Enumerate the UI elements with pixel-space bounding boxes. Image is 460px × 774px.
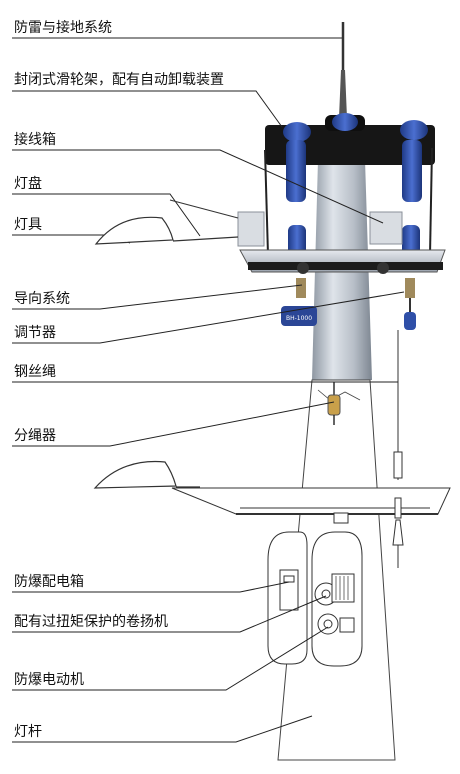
rope-splitter — [327, 394, 341, 416]
pulley-left — [283, 122, 311, 142]
label-junction-box: 接线箱 — [14, 132, 56, 148]
pulley-right — [400, 120, 428, 140]
upper-assembly: BH-1000 — [237, 22, 446, 380]
pulley-center — [332, 113, 358, 131]
label-lamp-tray: 灯盘 — [14, 176, 42, 192]
blue-rod-1 — [286, 140, 306, 202]
label-explosion-proof-motor: 防爆电动机 — [14, 672, 84, 688]
label-explosion-proof-box: 防爆配电箱 — [14, 574, 84, 590]
label-winch: 配有过扭矩保护的卷扬机 — [14, 614, 168, 630]
blue-rod-2 — [402, 140, 422, 202]
badge-text: BH-1000 — [286, 315, 312, 322]
label-lamp: 灯具 — [14, 217, 42, 233]
label-rope-splitter: 分绳器 — [14, 428, 56, 444]
label-lightning: 防雷与接地系统 — [14, 20, 112, 36]
lamp-upper — [94, 199, 239, 245]
lower-assembly — [93, 330, 451, 761]
label-pulley-frame: 封闭式滑轮架，配有自动卸载装置 — [14, 72, 224, 88]
label-pole: 灯杆 — [14, 724, 42, 740]
tray-clamp — [333, 512, 349, 524]
regulator-spring-right — [405, 278, 415, 298]
label-guide-system: 导向系统 — [14, 291, 70, 307]
regulator-spring-left — [296, 278, 306, 298]
label-regulator: 调节器 — [14, 325, 56, 341]
junction-box — [369, 211, 403, 245]
lightning-rod-base — [339, 70, 347, 118]
label-wire-rope: 钢丝绳 — [14, 364, 56, 380]
lamp-lower — [93, 460, 177, 489]
winch-spool — [331, 573, 355, 603]
counterweight-right — [404, 312, 416, 330]
bracket-left — [237, 211, 265, 247]
hook-upper — [393, 451, 403, 479]
leader-lines — [12, 37, 405, 743]
tray-rim — [248, 262, 443, 270]
lamp-tray-lower — [171, 487, 451, 515]
